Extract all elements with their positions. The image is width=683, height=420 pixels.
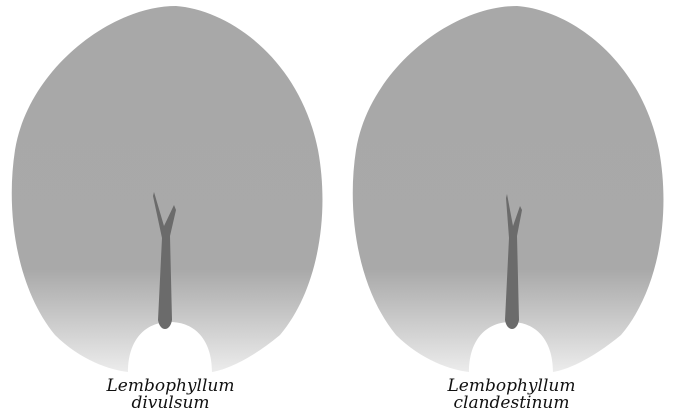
leaf-illustration-divulsum bbox=[0, 0, 341, 380]
caption-species: clandestinum bbox=[341, 395, 682, 412]
species-caption-clandestinum: Lembophyllum clandestinum bbox=[341, 378, 682, 412]
leaf-figure-divulsum: Lembophyllum divulsum bbox=[0, 0, 341, 420]
species-caption-divulsum: Lembophyllum divulsum bbox=[0, 378, 341, 412]
caption-species: divulsum bbox=[0, 395, 341, 412]
leaf-figure-clandestinum: Lembophyllum clandestinum bbox=[341, 0, 682, 420]
leaf-illustration-clandestinum bbox=[341, 0, 682, 380]
